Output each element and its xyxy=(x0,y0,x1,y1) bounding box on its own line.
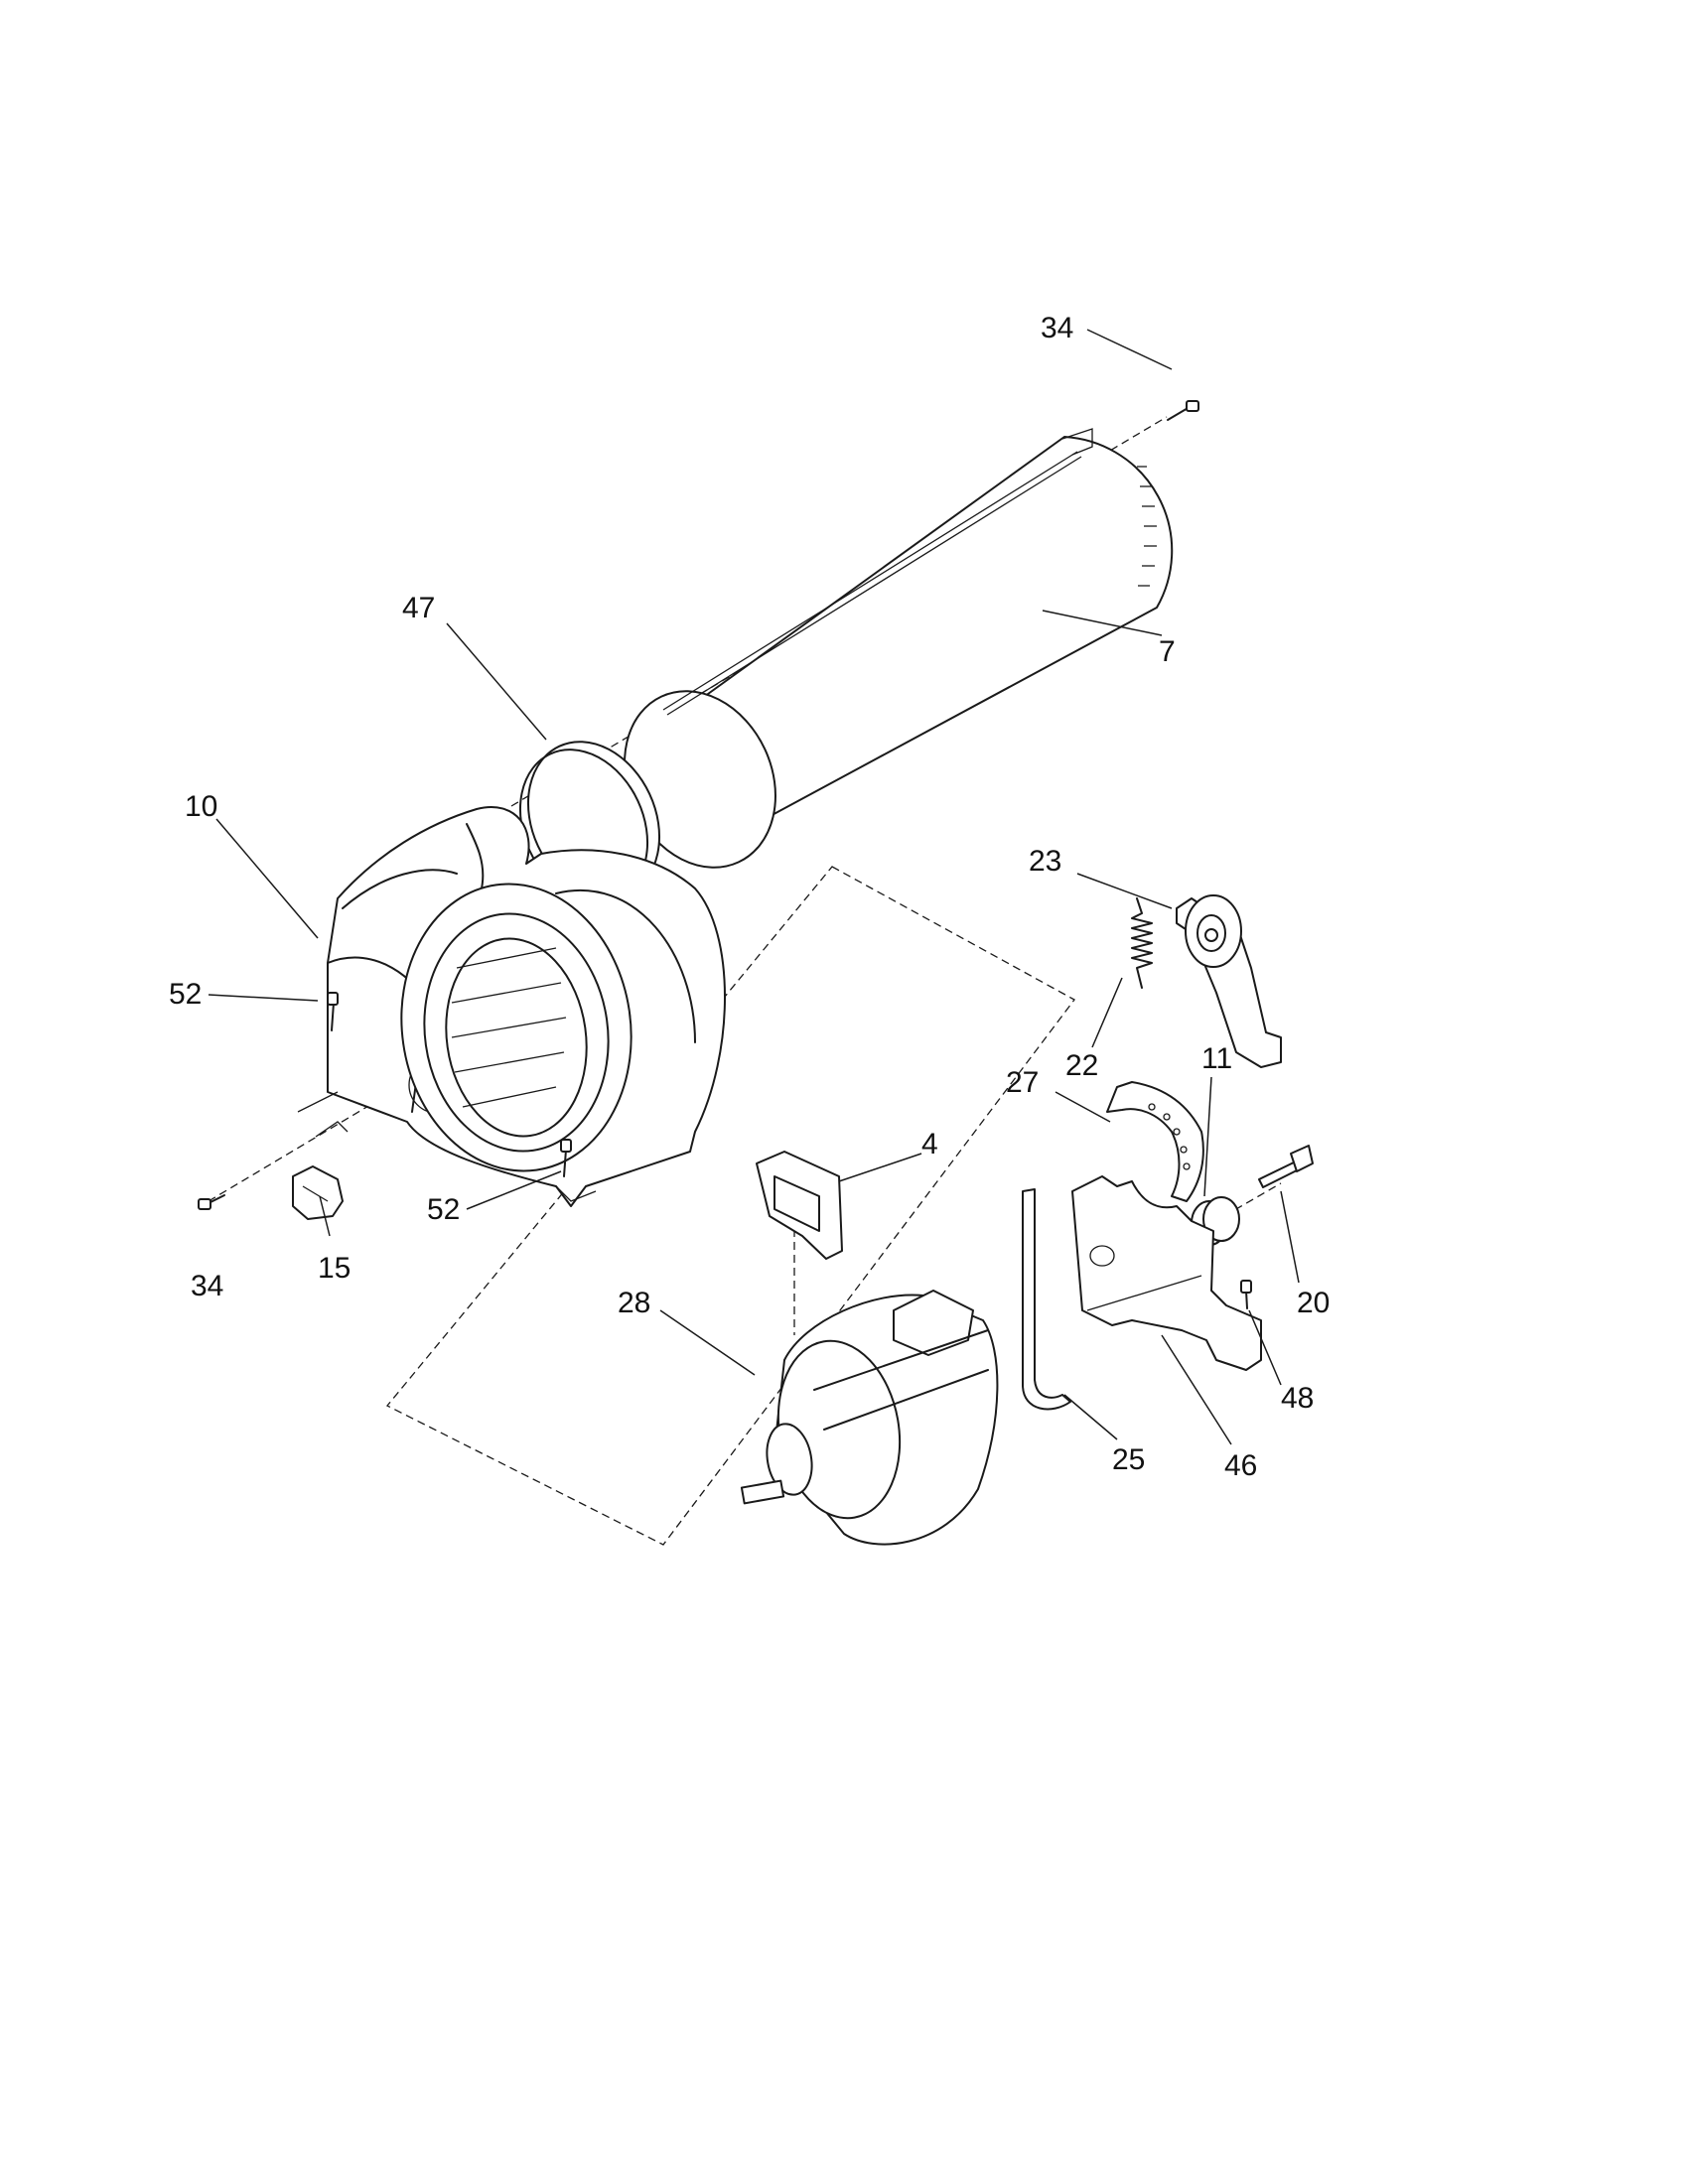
motor-assembly-outline xyxy=(385,866,1075,1546)
callout-labels: 34 47 7 10 23 52 22 27 11 4 52 34 15 20 … xyxy=(169,312,1330,1482)
callout-52-lower: 52 xyxy=(427,1193,460,1226)
screw-34-top xyxy=(1167,400,1199,421)
blower-housing xyxy=(297,806,726,1207)
screw-52-lower xyxy=(560,1139,572,1177)
motor-mount-rod xyxy=(1022,1188,1071,1411)
drive-motor xyxy=(740,1290,999,1546)
duct-hatching xyxy=(1137,466,1157,587)
lint-filter-frame xyxy=(756,1151,843,1260)
callout-34-top: 34 xyxy=(1041,312,1073,344)
screw-48 xyxy=(1240,1280,1252,1309)
callout-25: 25 xyxy=(1112,1443,1145,1476)
callout-46: 46 xyxy=(1224,1449,1257,1482)
callout-7: 7 xyxy=(1159,635,1176,668)
exhaust-duct-tube xyxy=(624,428,1174,869)
blower-fins xyxy=(451,947,567,1108)
callout-52-upper: 52 xyxy=(169,978,202,1011)
callout-15: 15 xyxy=(318,1252,351,1285)
callout-4: 4 xyxy=(921,1128,938,1160)
callout-10: 10 xyxy=(185,790,217,823)
screw-34-left xyxy=(198,1194,225,1210)
callout-34-left: 34 xyxy=(191,1270,223,1302)
callout-11: 11 xyxy=(1201,1042,1232,1075)
idler-pulley-bracket xyxy=(1176,894,1282,1068)
callout-22: 22 xyxy=(1065,1049,1098,1082)
shoulder-bolt xyxy=(1258,1145,1314,1188)
screw-52-upper xyxy=(327,992,339,1031)
leader-lines xyxy=(208,329,1300,1445)
motor-mount-bracket xyxy=(1071,1175,1262,1371)
callout-27: 27 xyxy=(1006,1066,1039,1099)
belt-guide xyxy=(1106,1081,1204,1202)
callout-28: 28 xyxy=(618,1287,650,1319)
callout-23: 23 xyxy=(1029,845,1061,878)
idler-spring xyxy=(1131,897,1153,989)
callout-47: 47 xyxy=(402,592,435,624)
callout-20: 20 xyxy=(1297,1287,1330,1319)
thermal-sensor xyxy=(292,1165,344,1220)
callout-48: 48 xyxy=(1281,1382,1314,1415)
